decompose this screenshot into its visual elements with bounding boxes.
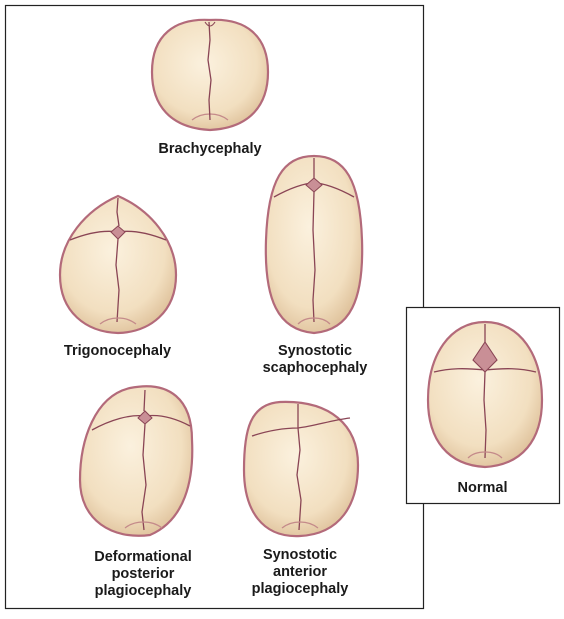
deformational-posterior-plagiocephaly-skull xyxy=(78,385,194,537)
synostotic-anterior-plagiocephaly-skull xyxy=(242,400,360,538)
label-deformational-posterior-plagiocephaly: Deformational posterior plagiocephaly xyxy=(94,549,192,599)
label-synostotic-anterior-plagiocephaly: Synostotic anterior plagiocephaly xyxy=(251,547,349,597)
label-synostotic-scaphocephaly: Synostotic scaphocephaly xyxy=(262,343,368,376)
brachycephaly-skull xyxy=(150,18,270,132)
trigonocephaly-skull xyxy=(58,194,178,335)
label-brachycephaly: Brachycephaly xyxy=(158,141,262,157)
synostotic-scaphocephaly-skull xyxy=(264,154,364,335)
normal-skull xyxy=(426,320,544,469)
label-trigonocephaly: Trigonocephaly xyxy=(63,343,172,359)
label-normal: Normal xyxy=(457,480,508,496)
